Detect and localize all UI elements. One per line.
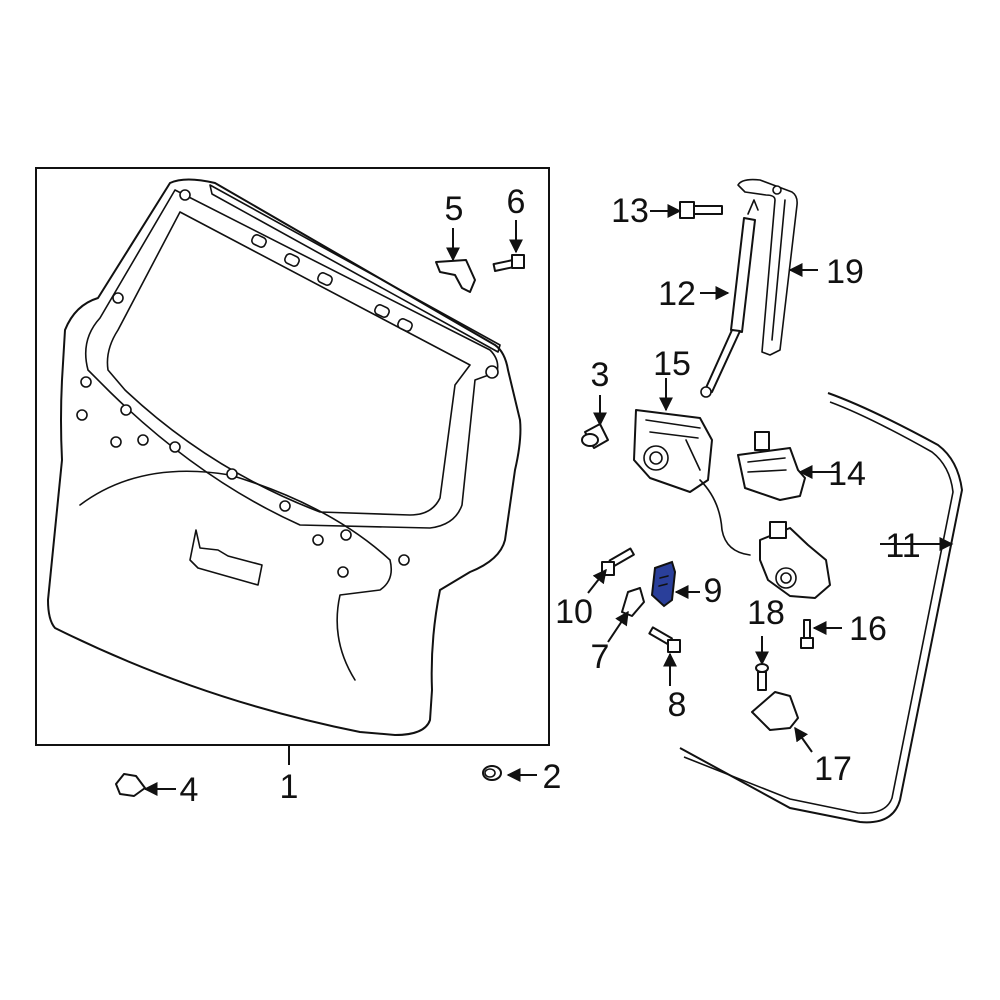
callout-10: 10 <box>555 593 593 631</box>
callout-13: 13 <box>611 192 649 230</box>
liftgate-latch-module <box>759 521 831 599</box>
part-18-screw[interactable] <box>755 663 769 691</box>
callout-11: 11 <box>885 527 920 565</box>
part-6-bolt[interactable] <box>492 254 525 272</box>
callout-14: 14 <box>828 455 866 493</box>
part-11-weatherstrip[interactable] <box>679 392 964 824</box>
callout-2: 2 <box>543 758 562 796</box>
callout-8: 8 <box>668 686 687 724</box>
callout-19: 19 <box>826 253 864 291</box>
part-13-bolt[interactable] <box>679 201 723 219</box>
liftgate-frame-box <box>35 167 550 746</box>
part-16-bolt[interactable] <box>800 619 814 649</box>
part-14-lock-actuator[interactable] <box>737 431 806 501</box>
callout-7: 7 <box>591 638 610 676</box>
liftgate-top-spoiler <box>209 184 501 353</box>
callout-4: 4 <box>180 771 199 809</box>
callout-15: 15 <box>653 345 691 383</box>
liftgate-holes <box>76 189 499 578</box>
part-7-shim[interactable] <box>621 587 645 617</box>
part-12-gas-strut[interactable] <box>700 199 759 398</box>
part-15-latch-actuator[interactable] <box>633 409 751 556</box>
callout-1: 1 <box>280 768 299 806</box>
callout-labels: 1 2 3 4 5 6 7 8 9 10 11 12 13 14 15 16 1… <box>180 183 921 809</box>
liftgate-assembly-group <box>35 167 550 746</box>
part-4-clip[interactable] <box>115 773 146 797</box>
part-5-bracket[interactable] <box>435 259 476 293</box>
part-2-plug[interactable] <box>482 765 502 781</box>
part-9-striker-highlighted[interactable] <box>650 560 677 608</box>
liftgate-lower-recess <box>79 470 393 681</box>
part-11-weatherstrip-inner <box>683 401 954 815</box>
callout-5: 5 <box>445 190 464 228</box>
liftgate-glass-opening <box>106 211 471 516</box>
liftgate-slots <box>251 234 413 332</box>
liftgate-license-recess <box>189 529 263 586</box>
part-17-bracket[interactable] <box>751 691 799 731</box>
leader-lines <box>143 204 954 796</box>
callout-6: 6 <box>507 183 526 221</box>
part-3-grommet[interactable] <box>581 423 609 449</box>
callout-17: 17 <box>814 750 852 788</box>
part-8-bolt[interactable] <box>648 626 681 653</box>
callout-12: 12 <box>658 275 696 313</box>
part-10-bolt[interactable] <box>601 547 635 576</box>
callout-16: 16 <box>849 610 887 648</box>
part-19-harness-protector[interactable] <box>737 178 798 356</box>
part-9-striker-detail <box>658 575 669 587</box>
callout-9: 9 <box>704 572 723 610</box>
callout-18: 18 <box>747 594 785 632</box>
callout-3: 3 <box>591 356 610 394</box>
